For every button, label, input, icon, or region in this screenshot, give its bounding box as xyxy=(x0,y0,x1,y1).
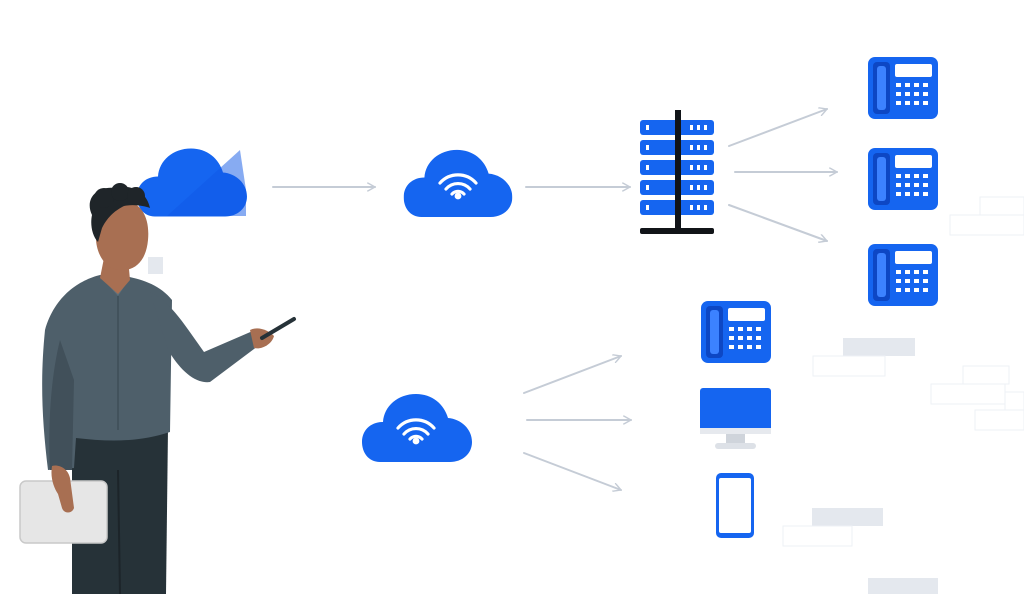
arrow-wifi-to-smartphone xyxy=(523,452,621,490)
arrow-server-to-phone-1 xyxy=(728,109,827,147)
desk-phone-icon xyxy=(868,244,938,306)
presenter-illustration xyxy=(19,183,296,594)
wifi-icon xyxy=(438,173,478,196)
connection-arrows xyxy=(272,109,838,490)
arrow-wifi-to-phone xyxy=(523,356,621,394)
arrow-server-to-phone-3 xyxy=(728,204,827,241)
wifi-cloud-icon xyxy=(404,150,513,217)
cloud-icon xyxy=(137,149,247,217)
wifi-cloud-icon xyxy=(362,394,472,462)
wifi-icon xyxy=(396,418,436,441)
background-decoration xyxy=(148,196,1024,594)
desk-phone-icon xyxy=(868,148,938,210)
desk-phone-icon xyxy=(701,301,771,363)
server-rack-icon xyxy=(640,110,714,234)
smartphone-icon xyxy=(716,473,754,538)
desk-phone-icon xyxy=(868,57,938,119)
monitor-icon xyxy=(700,388,771,449)
